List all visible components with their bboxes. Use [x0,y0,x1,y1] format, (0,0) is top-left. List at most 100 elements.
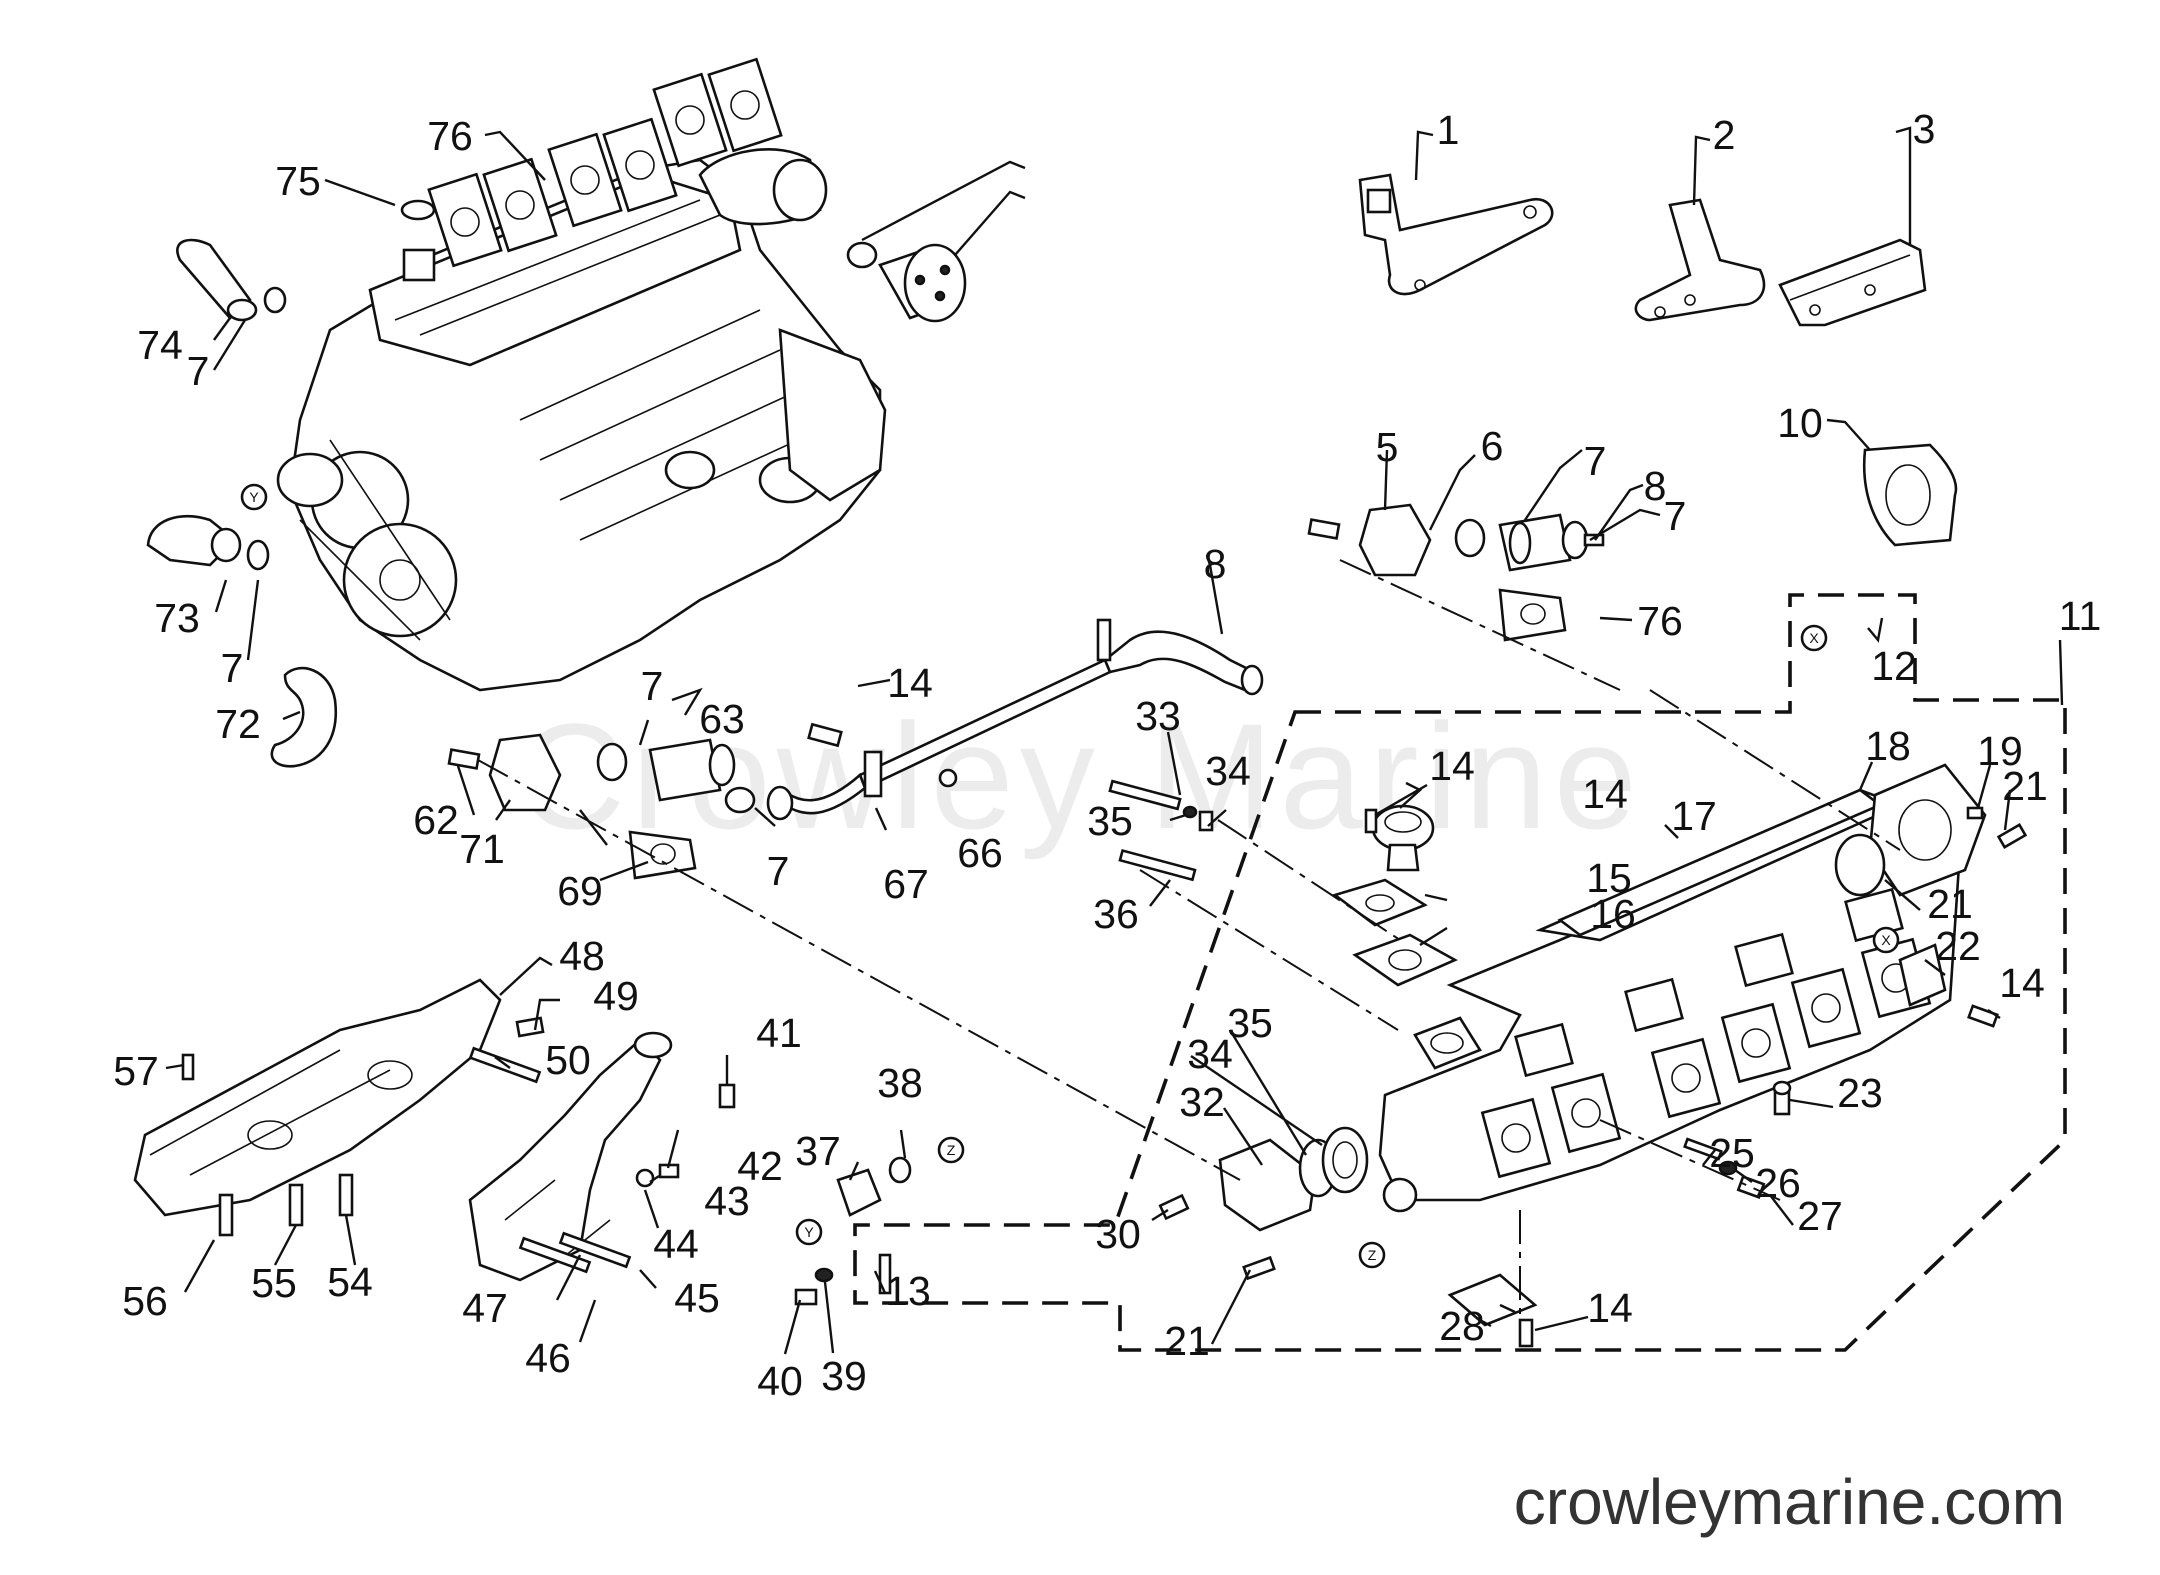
callout-57: 57 [113,1048,159,1094]
leader-lines [165,126,2064,1355]
callout-46: 43 [704,1178,750,1224]
callout-11: 11 [2059,593,2102,639]
exhaust-riser [468,1031,673,1282]
callout-30: 28 [1439,1303,1485,1349]
callout-7-b: 7 [221,645,244,691]
reference-marker-y-top: Y [240,483,268,511]
callout-1: 1 [1437,107,1460,153]
reference-marker-z-upper: Z [937,1136,965,1164]
filler-cap-assembly [1332,804,1458,987]
callout-7-d: 7 [1664,493,1687,539]
callout-40: 37 [795,1128,841,1174]
reference-marker-y-lower: Y [795,1218,823,1246]
callout-8: 8 [1644,463,1667,509]
cover-plate-23 [1898,943,1999,1028]
callout-28: 27 [1797,1193,1843,1239]
callout-51: 48 [559,933,605,979]
assembly-centerlines [477,559,1901,1320]
callout-66: 71 [459,826,505,872]
callout-43: 40 [757,1358,803,1404]
marker-z-label: Z [947,1142,956,1158]
callout-32: 30 [1095,1211,1141,1257]
callout-69: 73 [154,595,200,641]
callout-15: 14 [1582,771,1628,817]
callout-22: 21 [1927,881,1973,927]
callout-53: 50 [545,1037,591,1083]
assembly-11-boundary [853,593,2067,1352]
callout-7-a: 7 [187,348,210,394]
thermostat-housing-left [447,722,958,880]
callout-7-c: 7 [1584,438,1607,484]
marker-y-label-2: Y [804,1224,814,1240]
callout-76: 76 [1637,598,1683,644]
callout-67: 72 [215,701,261,747]
engine-brackets [1358,173,1927,327]
callout-54: 54 [327,1259,373,1305]
callout-34: 34 [1187,1031,1233,1077]
callout-7-f: 7 [767,848,790,894]
engine-assembly [146,57,967,768]
callout-63: 67 [883,861,929,907]
callout-52: 49 [593,973,639,1019]
callout-60: 63 [699,696,745,742]
callout-2: 2 [1713,112,1736,158]
callout-62: 66 [957,830,1003,876]
callout-35: 35 [1227,1000,1273,1046]
heat-exchanger-cover [1158,1126,1369,1281]
callout-71: 74 [137,322,183,368]
callout-7-e: 7 [641,663,664,709]
marker-z-label-2: Z [1368,1247,1377,1263]
reference-marker-x-lower: X [1872,926,1900,954]
callout-5: 5 [1376,424,1399,470]
callout-56: 56 [122,1278,168,1324]
callout-55: 55 [251,1260,297,1306]
marker-x-label: X [1809,630,1819,646]
callout-73: 76 [427,113,473,159]
callout-20: 19 [1977,728,2023,774]
water-pipe [766,618,1264,821]
callout-19: 18 [1865,723,1911,769]
callout-33: 32 [1179,1079,1225,1125]
callout-13: 13 [885,1268,931,1314]
callout-49: 46 [525,1335,571,1381]
callout-38: 35 [1087,798,1133,844]
marker-y-label: Y [249,489,259,505]
marker-x-label-2: X [1881,932,1891,948]
callout-14-a: 14 [887,660,933,706]
callout-26: 25 [1709,1130,1755,1176]
callout-65: 69 [557,868,603,914]
callout-4: 8 [1204,541,1227,587]
thermostat-housing-right [1307,503,1605,642]
callout-39: 36 [1093,891,1139,937]
callout-23: 22 [1935,923,1981,969]
reference-marker-z-lower: Z [1358,1241,1386,1269]
exhaust-manifold-left [133,978,545,1237]
callout-16: 15 [1586,855,1632,901]
manifold-gaskets [427,57,783,268]
callout-58: 62 [413,797,459,843]
reference-marker-x-upper: X [1800,624,1828,652]
drain-fitting [1772,1080,1792,1116]
callout-3: 3 [1913,106,1936,152]
callout-45: 42 [737,1143,783,1189]
gasket-10 [1862,443,1958,547]
callout-21-a: 21 [2002,763,2048,809]
callout-42: 39 [821,1353,867,1399]
callout-14-b: 14 [1429,743,1475,789]
callout-50: 47 [462,1285,508,1331]
callout-72: 75 [275,158,321,204]
callout-25: 23 [1837,1070,1883,1116]
callout-47: 44 [653,1221,699,1267]
callout-41: 38 [877,1060,923,1106]
callout-48: 45 [674,1275,720,1321]
callout-14-c: 14 [1999,960,2045,1006]
website-url: crowleymarine.com [1513,1466,2065,1538]
callout-36: 33 [1135,693,1181,739]
callout-labels: 1 2 3 76 75 74 7 73 7 72 8 5 6 7 8 7 76 … [113,106,2101,1404]
callout-21-b: 21 [1164,1318,1210,1364]
callout-6: 6 [1481,423,1504,469]
elbow-flange [1834,763,2028,897]
callout-10: 10 [1777,400,1823,446]
callout-27: 26 [1755,1160,1801,1206]
